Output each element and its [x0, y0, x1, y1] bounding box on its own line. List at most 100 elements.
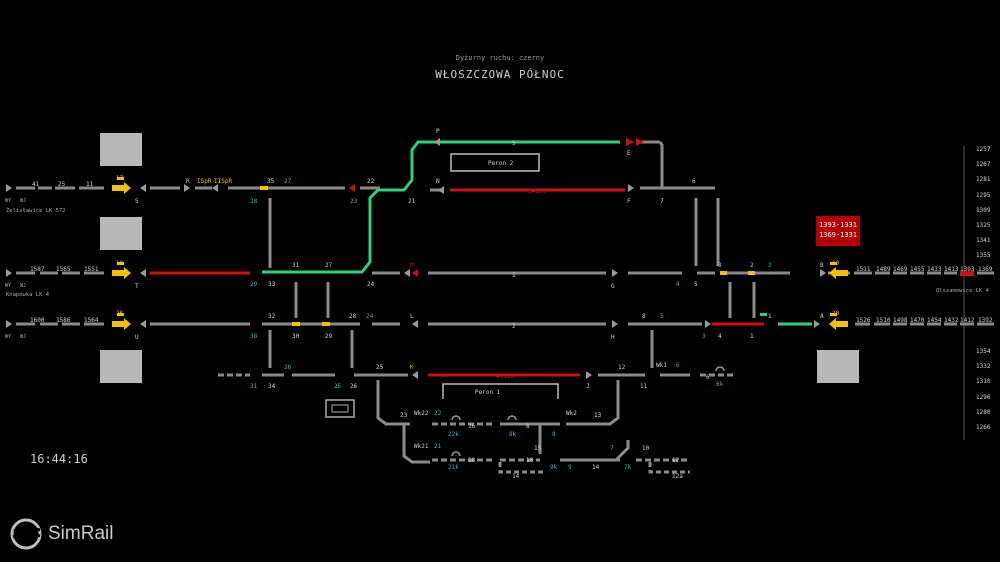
- track-number: 5: [512, 140, 516, 147]
- signal-label: K: [410, 364, 414, 371]
- signal-head-red[interactable]: [626, 138, 634, 146]
- signal-head[interactable]: [404, 269, 410, 277]
- signal-10-arrow[interactable]: [829, 267, 848, 279]
- track-segment[interactable]: [658, 141, 664, 188]
- track-label: 15: [534, 445, 542, 452]
- switch-label: 7: [610, 445, 614, 452]
- switch-label: 31: [292, 262, 300, 269]
- buffer-stop-icon: [451, 415, 461, 421]
- signal-head[interactable]: [586, 371, 592, 379]
- switch-label: 23: [400, 412, 408, 419]
- switch-label: 6: [706, 374, 710, 381]
- block-number: 1325: [976, 221, 991, 229]
- block-number: 1309: [976, 206, 991, 214]
- occupancy-marker: [748, 271, 755, 275]
- signal-head[interactable]: [438, 186, 444, 194]
- block-label: 1510: [876, 317, 891, 324]
- occupancy-marker: [322, 322, 330, 326]
- signal-label: P: [436, 128, 440, 135]
- switch-label: 26: [350, 383, 358, 390]
- siding[interactable]: [566, 380, 620, 426]
- signal-aspect-mark: [117, 262, 124, 265]
- track-indicator-box[interactable]: [817, 350, 859, 383]
- signal-head[interactable]: [814, 320, 820, 328]
- signal-head[interactable]: [184, 184, 190, 192]
- simrail-logo: SimRail: [10, 518, 113, 550]
- track-indicator-box[interactable]: [100, 133, 142, 166]
- block-number: 1281: [976, 176, 991, 184]
- signal-label: ISpR: [197, 178, 212, 185]
- switch-label: 5: [660, 313, 664, 320]
- switch-label: 8: [552, 431, 556, 438]
- track-indicator-box[interactable]: [100, 217, 142, 250]
- track-label: 22k: [448, 431, 459, 438]
- terminal-icon[interactable]: [325, 399, 355, 418]
- signal-head[interactable]: [820, 269, 826, 277]
- track-number: 2: [512, 323, 516, 330]
- switch-label: Wk1: [656, 362, 667, 369]
- siding[interactable]: [402, 424, 430, 464]
- signal-head[interactable]: [705, 320, 711, 328]
- track-label: 21k: [448, 464, 459, 471]
- signal-head[interactable]: [612, 269, 618, 277]
- siding[interactable]: [498, 462, 546, 474]
- buffer-stop-icon: [451, 451, 461, 457]
- signal-label: 20: [832, 310, 840, 317]
- switch-label: 14: [592, 464, 600, 471]
- switch-label: Wk21: [414, 443, 429, 450]
- track-label: 18: [468, 457, 476, 464]
- signal-label: N: [436, 178, 440, 185]
- block-label: 1469: [893, 266, 908, 273]
- block-label: 1587: [30, 266, 45, 273]
- siding[interactable]: [376, 380, 410, 426]
- direction-label: Żelisławice LK 572: [6, 207, 66, 214]
- signal-label: G: [611, 283, 615, 290]
- block-label: 1412: [960, 317, 975, 324]
- signal-1z-arrow[interactable]: [112, 182, 131, 194]
- signal-head[interactable]: [140, 184, 146, 192]
- signal-aspect-mark: [117, 177, 124, 180]
- block-label: 1600: [30, 317, 45, 324]
- switch-label: 30: [292, 333, 300, 340]
- switch-label: Wk2: [566, 410, 577, 417]
- occupancy-marker: [720, 271, 727, 275]
- signal-head-red[interactable]: [349, 184, 355, 192]
- signal-head[interactable]: [412, 371, 418, 379]
- platform-label: Peron 1: [475, 389, 501, 396]
- signal-head[interactable]: [412, 320, 418, 328]
- signal-head[interactable]: [434, 138, 440, 146]
- signal-head[interactable]: [612, 320, 618, 328]
- signal-head-red[interactable]: [636, 138, 644, 146]
- signal-label: M: [410, 262, 414, 269]
- train-number: 14129: [528, 188, 546, 195]
- switch-label: 1: [750, 333, 754, 340]
- switch-label: 28: [349, 313, 357, 320]
- signal-20-arrow[interactable]: [829, 318, 848, 330]
- track-label: 12: [672, 457, 680, 464]
- signal-head-red[interactable]: [412, 269, 418, 277]
- route-path[interactable]: [262, 140, 448, 274]
- right-occupied-marker: [960, 271, 974, 276]
- block-label: 1511: [856, 266, 871, 273]
- signal-2k-arrow[interactable]: [112, 318, 131, 330]
- signal-1k-arrow[interactable]: [112, 267, 131, 279]
- terminal-icon-screen: [331, 404, 349, 413]
- block-label: 1454: [927, 317, 942, 324]
- switch-label: 2: [750, 262, 754, 269]
- signal-head[interactable]: [628, 184, 634, 192]
- siding[interactable]: [648, 462, 690, 474]
- switch-label: 23: [350, 198, 358, 205]
- buffer-stop-icon: [715, 366, 725, 372]
- simrail-logo-text: SimRail: [48, 523, 114, 544]
- track-indicator-box[interactable]: [100, 350, 142, 383]
- right-block-list-bottom: 1354 1332 1310 1296 1280 1266: [976, 348, 996, 439]
- signal-label: A: [820, 313, 824, 320]
- train-alarm-box[interactable]: 1393-1331 1369-1331: [816, 216, 860, 246]
- siding[interactable]: [614, 440, 630, 462]
- signal-head[interactable]: [212, 184, 218, 192]
- signal-head[interactable]: [140, 269, 146, 277]
- signal-head[interactable]: [140, 320, 146, 328]
- switch-label: 26: [284, 364, 292, 371]
- block-label: 1498: [893, 317, 908, 324]
